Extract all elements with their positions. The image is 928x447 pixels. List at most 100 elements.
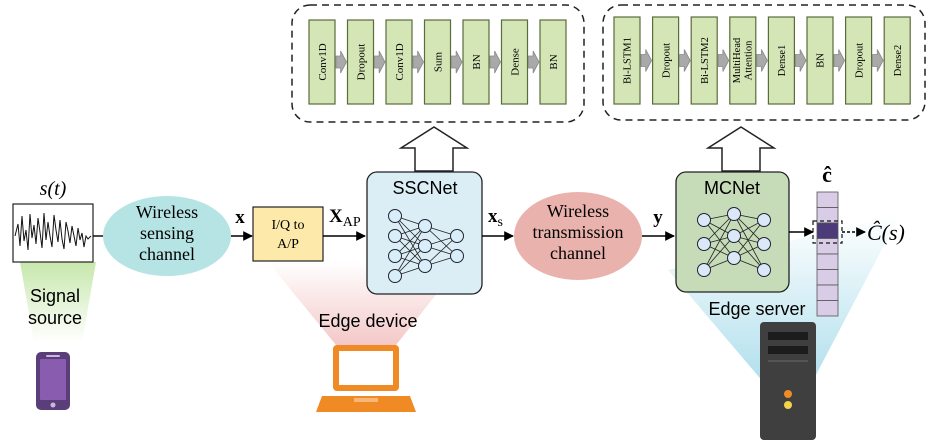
layer-label: MultiHeadAttention [732, 37, 755, 83]
mcnet-neural-icon [697, 207, 771, 277]
vector-cell [816, 269, 839, 286]
layer-arrow [795, 49, 807, 72]
ssc-layers-box [291, 4, 585, 123]
layer-block [806, 16, 834, 105]
layer-arrow [374, 50, 386, 74]
xap-label: XAP [329, 206, 361, 230]
layer-block [423, 19, 452, 105]
layer-label: BN [548, 54, 560, 69]
signal-label: s(t) [40, 178, 67, 200]
nn-node [727, 229, 741, 243]
mcnet-label: MCNet [704, 178, 760, 198]
nn-edge [733, 213, 765, 245]
nn-node [388, 209, 402, 223]
wireless-transmission-channel [514, 192, 642, 280]
layer-label: BN [471, 54, 483, 69]
layer-block [690, 16, 718, 105]
nn-edge [424, 235, 458, 267]
laptop-icon [316, 345, 416, 412]
layer-arrow [489, 50, 501, 74]
output-vector [816, 191, 839, 317]
layer-label: Sum [432, 51, 444, 72]
nn-edge [733, 219, 765, 259]
layer-arrow [833, 49, 846, 72]
wireless-sensing-channel [103, 196, 231, 276]
iq-to-ap-block [252, 206, 324, 262]
mc-layers-box [602, 4, 926, 121]
ssc-expand-arrow [398, 126, 470, 172]
layer-block [539, 19, 567, 105]
layer-label: Dropout [854, 43, 865, 78]
server-icon [760, 322, 816, 440]
nn-edge [733, 235, 765, 271]
nn-node [388, 249, 402, 263]
nn-node [697, 213, 711, 227]
layer-label: Dense1 [777, 45, 788, 77]
layer-label: Conv1D [394, 43, 406, 80]
layer-arrow [756, 49, 768, 72]
nn-node [757, 213, 771, 227]
edge-device-label: Edge device [318, 311, 417, 331]
sscnet-neural-icon [388, 209, 464, 283]
nn-node [418, 219, 432, 233]
layer-block [462, 19, 490, 105]
layer-arrow [717, 49, 730, 72]
nn-edge [703, 219, 735, 259]
layer-label: BN [816, 53, 827, 68]
edge-server-label: Edge server [708, 299, 805, 319]
layer-arrow [872, 49, 884, 72]
nn-node [418, 239, 432, 253]
nn-node [388, 269, 402, 283]
vector-cell [816, 300, 839, 317]
selected-cell-highlight [812, 220, 843, 244]
mc-expand-arrow [705, 126, 777, 172]
nn-edge [394, 245, 426, 277]
nn-edge [703, 235, 735, 271]
layer-block [308, 19, 336, 105]
layer-label: Dropout [661, 43, 672, 78]
layer-label: Dense [509, 48, 521, 76]
nn-node [727, 251, 741, 265]
layer-arrow [335, 50, 347, 74]
sscnet-label: SSCNet [392, 178, 457, 198]
signal-source-glow [20, 262, 96, 342]
layer-block [767, 16, 796, 105]
nn-edge [703, 213, 735, 245]
nn-edge [394, 225, 426, 257]
vector-cell [816, 284, 839, 301]
nn-node [450, 229, 464, 243]
nn-edge [394, 225, 426, 277]
nn-node [727, 207, 741, 221]
layer-arrow [412, 50, 424, 74]
layer-arrow [640, 49, 653, 72]
vector-cell [816, 253, 839, 270]
nn-node [757, 237, 771, 251]
signal-waveform [14, 212, 92, 251]
layer-arrow [679, 49, 691, 72]
layer-block [613, 16, 641, 105]
nn-node [450, 249, 464, 263]
xs-label: xs [488, 206, 503, 230]
layer-block [844, 16, 873, 105]
layer-block [883, 16, 911, 105]
selected-vector-cell [816, 222, 839, 239]
layer-label: Bi-LSTM2 [700, 37, 711, 84]
output-label: Ĉ(s) [867, 220, 905, 245]
x-label: x [235, 207, 245, 228]
nn-node [697, 263, 711, 277]
nn-node [388, 229, 402, 243]
c-hat-label: ĉ [822, 162, 832, 187]
nn-edge [733, 213, 765, 271]
layer-label: Bi-LSTM1 [623, 37, 634, 84]
sscnet-block [366, 171, 483, 295]
nn-node [418, 259, 432, 273]
vector-cell [816, 238, 839, 255]
layer-block [346, 19, 375, 105]
layer-block [729, 16, 757, 105]
nn-edge [703, 213, 735, 271]
nn-node [697, 237, 711, 251]
